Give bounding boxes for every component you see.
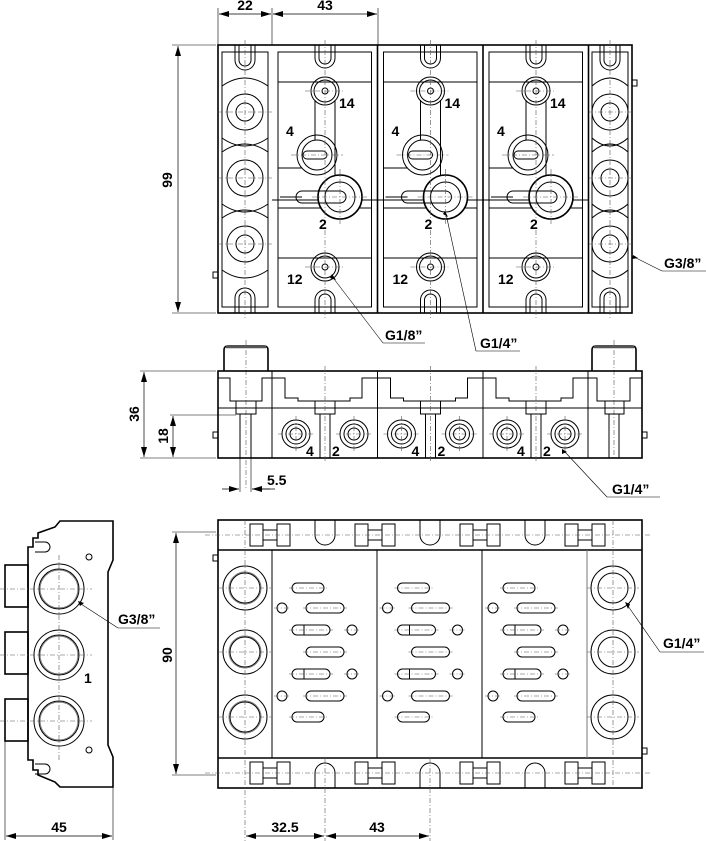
- front-port-2: [441, 416, 478, 452]
- port-2-label: 2: [425, 216, 433, 232]
- end-plate-left: [218, 40, 272, 318]
- front-port-b-label: 2: [543, 443, 551, 459]
- port-14-label: 14: [339, 95, 355, 111]
- front-port-a-label: 4: [306, 443, 314, 459]
- end-plate-right: [588, 40, 632, 318]
- side-port-1-label: 1: [84, 670, 92, 686]
- front-port-4: [383, 416, 420, 452]
- port-4-label: 4: [392, 123, 400, 139]
- dim-bottom-height: 90: [159, 647, 175, 663]
- bottom-view: 90 32.5 43 G1/4”: [159, 519, 704, 841]
- port-12-label: 12: [393, 271, 409, 287]
- callout-g3-8-side: G3/8”: [118, 611, 155, 627]
- dim-front-height: 36: [126, 406, 142, 422]
- callout-g3-8-top: G3/8”: [664, 255, 701, 271]
- top-callouts: G1/8” G1/4” G3/8”: [330, 211, 706, 352]
- dim-height: 99: [159, 172, 175, 188]
- dim-top-height: 99: [159, 44, 216, 314]
- port-2-label: 2: [319, 216, 327, 232]
- bottom-station-3: [485, 582, 571, 723]
- bottom-station-2: [379, 582, 466, 723]
- front-port-b-label: 2: [438, 443, 446, 459]
- port-2-label: 2: [530, 216, 538, 232]
- dim-side-width: 45: [51, 819, 67, 835]
- front-port-4: [489, 416, 525, 452]
- front-port-a-label: 4: [412, 443, 420, 459]
- bottom-station-1: [274, 582, 360, 723]
- front-port-2: [336, 416, 372, 452]
- callout-g1-4-bottom: G1/4”: [663, 635, 700, 651]
- front-port-2: [547, 416, 583, 452]
- callout-g1-4-front: G1/4”: [612, 481, 649, 497]
- side-port-2: [0, 629, 92, 681]
- port-4-label: 4: [286, 123, 294, 139]
- port-4-label: 4: [497, 123, 505, 139]
- port-14-label: 14: [445, 95, 461, 111]
- callout-g1-4-top: G1/4”: [480, 335, 517, 351]
- dim-end-width: 22: [237, 0, 253, 13]
- front-port-a-label: 4: [517, 443, 525, 459]
- dim-front: 36 18 5.5: [126, 370, 287, 492]
- side-view: 1 G3/8” 45: [0, 520, 160, 840]
- port-14-label: 14: [550, 95, 566, 111]
- dim-first-offset: 32.5: [271, 819, 298, 835]
- callout-g1-8: G1/8”: [385, 327, 422, 343]
- front-port-4: [278, 416, 314, 452]
- rail-bottom: [205, 761, 650, 788]
- port-12-label: 12: [287, 271, 303, 287]
- dim-pitch: 43: [317, 0, 333, 13]
- rail-top: [205, 520, 650, 547]
- front-port-b-label: 2: [332, 443, 340, 459]
- port-12-label: 12: [498, 271, 514, 287]
- dim-top-widths: 22 43: [217, 0, 379, 45]
- top-view: 22 43 99 14 4 2 12 14 4 2 12 14 4 2 12: [159, 0, 638, 318]
- side-port-3: [0, 695, 92, 747]
- station-2: 14 4 2 12: [377, 40, 484, 318]
- dim-bolt: 5.5: [267, 472, 287, 488]
- dim-bottom-pitch: 43: [369, 819, 385, 835]
- dim-port-height: 18: [155, 428, 171, 444]
- station-3: 14 4 2 12: [483, 40, 590, 318]
- station-1: 14 4 2 12: [272, 40, 379, 318]
